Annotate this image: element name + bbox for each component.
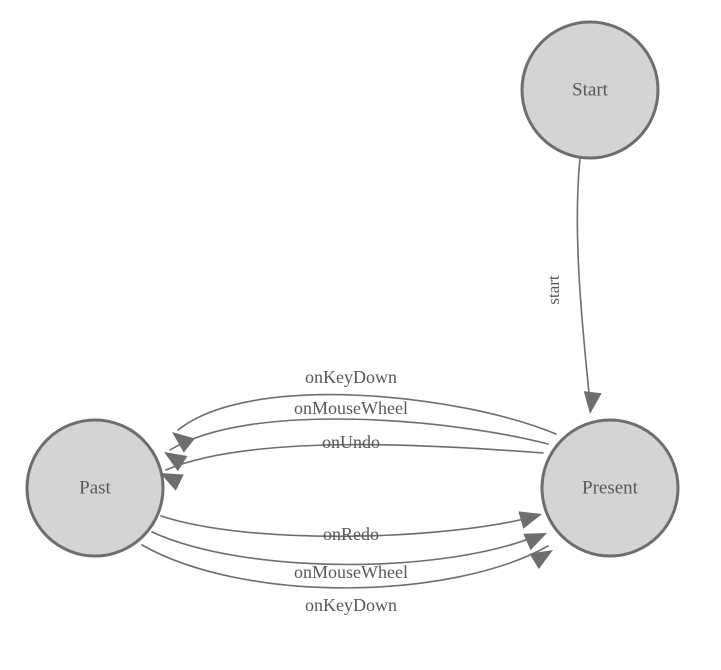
arrowheads-layer [160,391,602,570]
arrow-past-to-present-onmousewheel [523,533,547,551]
edge-label-past-to-present-onredo: onRedo [323,524,379,544]
arrow-present-to-past-onundo [160,473,184,491]
edge-past-to-present-onmousewheel [151,531,542,566]
arrow-present-to-past-onkeydown [172,432,195,453]
edge-labels-layer: start onKeyDown onMouseWheel onUndo onRedo on… [294,275,563,615]
node-present-label: Present [582,477,639,498]
node-start-label: Start [572,79,609,100]
edge-past-to-present-onkeydown [141,544,549,589]
edge-label-start-to-present: start [544,275,563,305]
node-present[interactable]: Present [540,418,680,558]
edge-present-to-past-onundo [165,443,544,471]
node-start[interactable]: Start [520,20,660,160]
edge-label-present-to-past-onmousewheel: onMouseWheel [294,398,408,418]
edge-present-to-past-onmousewheel [169,418,549,451]
edge-label-past-to-present-onkeydown: onKeyDown [305,595,397,615]
node-start-circle[interactable] [520,20,660,160]
edge-label-past-to-present-onmousewheel: onMouseWheel [294,562,408,582]
edge-label-present-to-past-onkeydown: onKeyDown [305,367,397,387]
arrow-past-to-present-onredo [518,511,542,529]
node-past-label: Past [79,477,111,498]
edge-past-to-present-onredo [160,515,537,538]
edges-layer [141,157,591,589]
edge-present-to-past-onkeydown [177,393,557,435]
arrow-past-to-present-onkeydown [529,550,553,570]
node-past-circle[interactable] [25,418,165,558]
edge-start-to-present [576,157,591,405]
node-present-circle[interactable] [540,418,680,558]
arrow-present-to-past-onmousewheel [164,452,188,472]
node-past[interactable]: Past [25,418,165,558]
edge-label-present-to-past-onundo: onUndo [322,432,380,452]
arrow-start-to-present [583,391,602,414]
